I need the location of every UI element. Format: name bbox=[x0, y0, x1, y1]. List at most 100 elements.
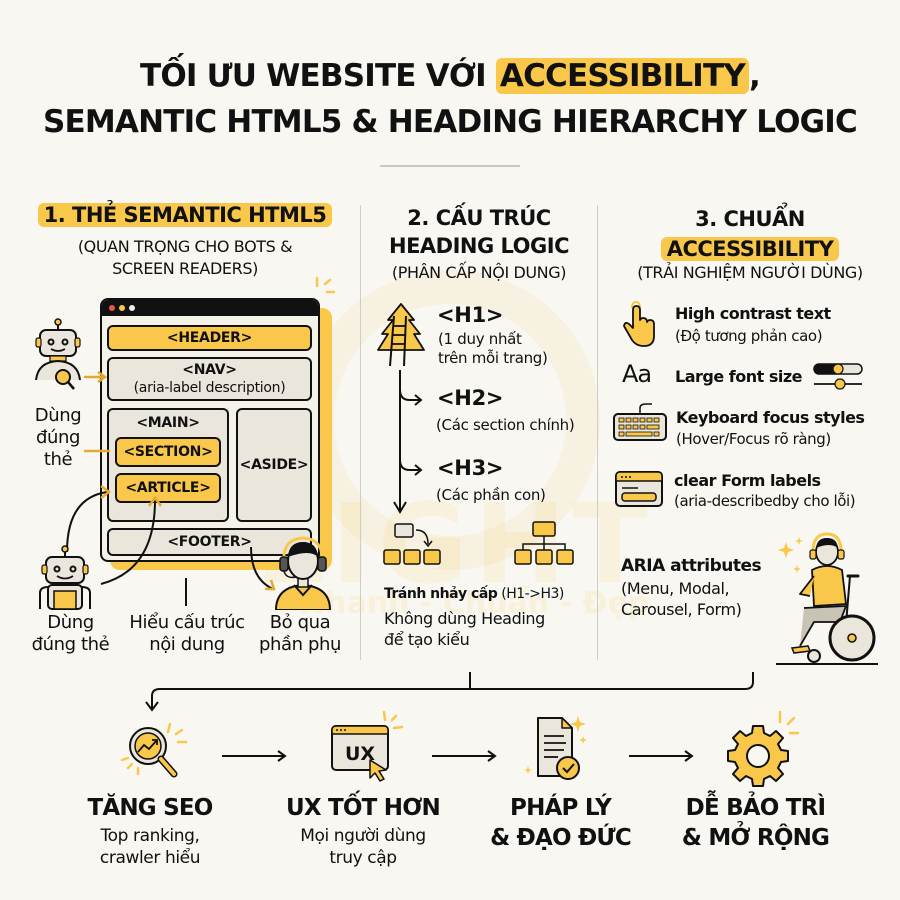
robot-icon bbox=[39, 545, 91, 610]
bottom-label-1-line2: đúng thẻ bbox=[31, 634, 110, 655]
benefit-maintain-title-line1: DỄ BẢO TRÌ bbox=[685, 795, 826, 821]
section3-subtitle: (TRẢI NGHIỆM NGƯỜI DÙNG) bbox=[637, 263, 863, 282]
bottom-label-3-line1: Bỏ qua bbox=[269, 612, 331, 633]
h3-desc: (Các phần con) bbox=[436, 486, 546, 504]
connector-tick bbox=[185, 578, 187, 606]
support-person-icon bbox=[274, 536, 332, 610]
font-size-icon: Aa bbox=[622, 360, 652, 388]
section1-subtitle: (QUAN TRỌNG CHO BOTS & SCREEN READERS) bbox=[30, 236, 340, 280]
bottom-label-2-line2: nội dung bbox=[149, 634, 225, 655]
flow-connector bbox=[145, 672, 754, 712]
title-highlight: ACCESSIBILITY bbox=[495, 58, 749, 94]
aria-desc-line1: (Menu, Modal, bbox=[621, 579, 730, 598]
seo-magnifier-icon bbox=[120, 722, 188, 778]
section1-title-pill: 1. THẺ SEMANTIC HTML5 bbox=[37, 203, 333, 227]
skip-level-icon bbox=[383, 523, 441, 565]
bottom-label-1: Dùng đúng thẻ bbox=[28, 612, 113, 656]
hierarchy-tree-icon bbox=[514, 521, 574, 565]
aria-desc-line2: Carousel, Form) bbox=[621, 600, 742, 619]
ux-window-icon: UX bbox=[331, 710, 404, 782]
title-prefix: TỐI ƯU WEBSITE VỚI bbox=[140, 58, 496, 94]
arrow-to-person-icon bbox=[250, 546, 276, 591]
avoid-skip-line: Tránh nhảy cấp (H1->H3) bbox=[384, 586, 564, 602]
nav-note: (aria-label description) bbox=[133, 380, 286, 396]
page-title-line2: SEMANTIC HTML5 & HEADING HIERARCHY LOGIC bbox=[42, 104, 858, 140]
section2-subtitle: (PHÂN CẤP NỘI DUNG) bbox=[391, 263, 567, 282]
nav-box: <NAV> (aria-label description) bbox=[107, 357, 312, 401]
window-close-dot bbox=[109, 305, 115, 311]
arrow-to-nav-icon bbox=[84, 370, 108, 384]
title-suffix: , bbox=[749, 58, 761, 94]
item4-title: clear Form labels bbox=[674, 471, 821, 490]
h1-desc: (1 duy nhất trên mỗi trang) bbox=[438, 330, 548, 368]
window-minimize-dot bbox=[119, 305, 125, 311]
benefit-seo-desc-line2: crawler hiểu bbox=[99, 848, 201, 868]
section3-title-line1: 3. CHUẨN bbox=[695, 207, 805, 231]
heading-rule-line2: để tạo kiểu bbox=[384, 630, 470, 649]
side-label: Dùng đúng thẻ bbox=[28, 405, 88, 471]
flow-arrow-3 bbox=[629, 750, 694, 762]
ux-text: UX bbox=[345, 743, 375, 765]
h1-desc-line2: trên mỗi trang) bbox=[438, 349, 548, 367]
item4-desc: (aria-describedby cho lỗi) bbox=[674, 492, 856, 510]
connector-section-line bbox=[84, 449, 110, 453]
main-tag: <MAIN> bbox=[136, 415, 200, 431]
item1-desc: (Độ tương phản cao) bbox=[675, 327, 823, 345]
font-slider-icon bbox=[813, 363, 863, 390]
page-title-line1: TỐI ƯU WEBSITE VỚI ACCESSIBILITY, bbox=[0, 58, 900, 94]
footer-box: <FOOTER> bbox=[107, 528, 312, 556]
title-divider bbox=[380, 165, 520, 167]
aside-box: <ASIDE> bbox=[236, 408, 312, 522]
benefit-ux-title: UX TỐT HƠN bbox=[286, 795, 441, 821]
benefit-seo-desc: Top ranking, crawler hiểu bbox=[50, 825, 250, 869]
benefit-ux-desc-line2: truy cập bbox=[329, 848, 397, 868]
benefit-legal-title-line1: PHÁP LÝ bbox=[510, 795, 612, 821]
aria-title: ARIA attributes bbox=[621, 556, 762, 576]
item2-title: Large font size bbox=[675, 367, 803, 386]
side-label-line2: đúng bbox=[35, 427, 81, 448]
heading-rule: Không dùng Heading để tạo kiểu bbox=[384, 608, 545, 650]
section3-title: 3. CHUẨN ACCESSIBILITY bbox=[600, 204, 900, 264]
avoid-skip-note: (H1->H3) bbox=[497, 586, 564, 602]
article-box: <ARTICLE> bbox=[115, 473, 221, 503]
section1-title: 1. THẺ SEMANTIC HTML5 bbox=[30, 203, 340, 227]
flow-arrow-2 bbox=[432, 750, 497, 762]
form-icon bbox=[615, 471, 663, 507]
bottom-label-2: Hiểu cấu trúc nội dung bbox=[122, 612, 252, 656]
benefit-maintain-title: DỄ BẢO TRÌ & MỞ RỘNG bbox=[668, 793, 843, 853]
h3-tag: <H3> bbox=[437, 456, 504, 480]
keyboard-icon bbox=[613, 403, 667, 441]
side-label-line3: thẻ bbox=[43, 449, 73, 470]
h2-desc: (Các section chính) bbox=[436, 416, 575, 434]
curved-arrows bbox=[66, 485, 162, 585]
section1-subtitle-line1: (QUAN TRỌNG CHO BOTS & bbox=[77, 237, 293, 256]
sparkle-icon bbox=[315, 276, 335, 294]
section-box: <SECTION> bbox=[115, 437, 221, 467]
section2-title-line2: HEADING LOGIC bbox=[389, 234, 570, 258]
bottom-label-3: Bỏ qua phần phụ bbox=[255, 612, 345, 656]
tree-ladder-icon bbox=[377, 303, 425, 367]
wheelchair-user-icon bbox=[776, 532, 878, 665]
benefit-ux-desc: Mọi người dùng truy cập bbox=[268, 825, 458, 869]
item3-title: Keyboard focus styles bbox=[676, 408, 865, 427]
bottom-label-2-line1: Hiểu cấu trúc bbox=[129, 612, 245, 633]
benefit-ux-desc-line1: Mọi người dùng bbox=[300, 826, 426, 846]
column-divider-1 bbox=[360, 205, 361, 660]
heading-rule-line1: Không dùng Heading bbox=[384, 609, 545, 628]
avoid-skip-bold: Tránh nhảy cấp bbox=[384, 586, 498, 602]
gear-icon bbox=[727, 710, 800, 787]
bottom-label-1-line1: Dùng bbox=[47, 612, 94, 633]
h1-desc-line1: (1 duy nhất bbox=[438, 330, 522, 348]
legal-document-icon bbox=[524, 716, 587, 780]
benefit-seo-title: TĂNG SEO bbox=[87, 795, 213, 821]
window-titlebar bbox=[102, 300, 318, 316]
nav-tag: <NAV> bbox=[182, 362, 237, 378]
benefit-legal-title-line2: & ĐẠO ĐỨC bbox=[490, 825, 632, 851]
section3-title-pill: ACCESSIBILITY bbox=[660, 237, 840, 261]
header-box: <HEADER> bbox=[107, 325, 312, 351]
window-maximize-dot bbox=[129, 305, 135, 311]
section1-subtitle-line2: SCREEN READERS) bbox=[112, 259, 258, 278]
robot-search-icon bbox=[35, 318, 81, 390]
bottom-label-3-line2: phần phụ bbox=[258, 634, 342, 655]
item1-title: High contrast text bbox=[675, 304, 831, 323]
